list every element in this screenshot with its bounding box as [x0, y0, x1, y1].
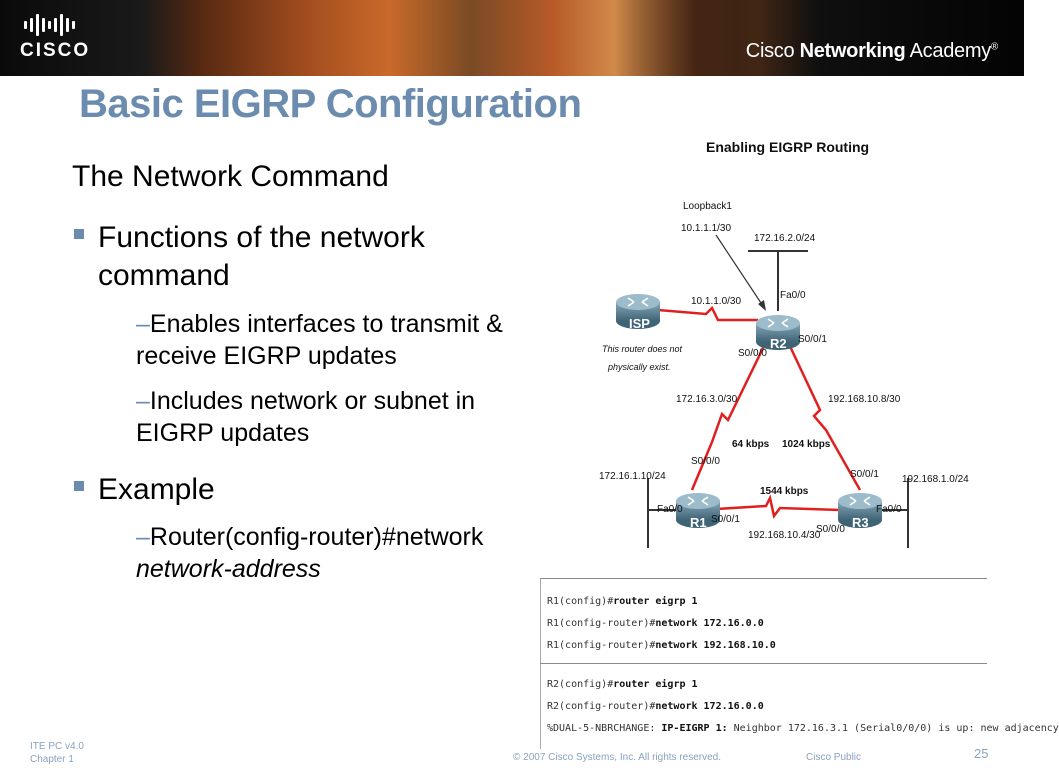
label-r3-lan: 192.168.1.0/24 — [902, 474, 969, 485]
bullet-example: Example — [74, 471, 498, 509]
header-banner: CISCO Cisco Networking Academy® — [0, 0, 1024, 76]
router-r3-label: R3 — [852, 515, 869, 530]
label-loopback-ip: 10.1.1.1/30 — [681, 223, 731, 234]
label-bw-left: 64 kbps — [732, 439, 770, 450]
label-isp-link: 10.1.1.0/30 — [691, 296, 741, 307]
router-r3-icon: R3 — [838, 493, 882, 530]
cisco-logo-icon — [24, 14, 100, 36]
label-r1-lan: 172.16.1.10/24 — [599, 471, 666, 482]
label-r1-s001: S0/0/1 — [711, 514, 740, 525]
label-r1-s000: S0/0/0 — [691, 456, 720, 467]
bullet-square-icon — [74, 481, 84, 492]
label-link-left: 172.16.3.0/30 — [676, 394, 738, 405]
cli-r2-line-3: %DUAL-5-NBRCHANGE: IP-EIGRP 1: Neighbor … — [547, 723, 1059, 734]
footer-classification: Cisco Public — [806, 752, 862, 763]
footer-copyright: © 2007 Cisco Systems, Inc. All rights re… — [513, 752, 722, 763]
r1-r3-serial-link — [699, 494, 841, 519]
loopback-arrow-head — [758, 300, 766, 311]
eigrp-topology-diagram: Enabling EIGRP Routing ISP R2 — [599, 139, 969, 548]
router-r1-label: R1 — [690, 515, 707, 530]
cli-r1-line-1: R1(config)#router eigrp 1 — [547, 596, 698, 607]
label-link-bottom: 192.168.10.4/30 — [748, 530, 821, 541]
label-loopback: Loopback1 — [683, 201, 732, 212]
r1-r2-serial-link — [690, 341, 768, 491]
label-r2-fa: Fa0/0 — [780, 290, 806, 301]
router-isp-label: ISP — [629, 316, 650, 331]
label-r2-s001: S0/0/1 — [798, 334, 827, 345]
cli-r2-line-2: R2(config-router)#network 172.16.0.0 — [547, 701, 764, 712]
isp-r2-serial-link — [657, 305, 758, 322]
slide-subtitle: The Network Command — [72, 160, 389, 193]
sub-bullet-includes: –Includes network or subnet in EIGRP upd… — [136, 387, 476, 447]
label-bw-right: 1024 kbps — [782, 439, 831, 450]
slide-title: Basic EIGRP Configuration — [79, 82, 582, 126]
router-r1-icon: R1 — [676, 493, 720, 530]
cisco-logo-text: CISCO — [20, 40, 91, 61]
label-r3-s000: S0/0/0 — [816, 524, 845, 535]
sub-bullet-transmit: –Enables interfaces to transmit & receiv… — [136, 310, 503, 370]
cisco-logo: CISCO — [20, 14, 100, 64]
diagram-title: Enabling EIGRP Routing — [706, 139, 869, 155]
bullet-functions: Functions of the network command — [74, 219, 498, 295]
cli-r1-output: R1(config)#router eigrp 1 R1(config-rout… — [540, 578, 987, 671]
router-isp-icon: ISP — [616, 294, 660, 331]
cli-r2-output: R2(config)#router eigrp 1 R2(config-rout… — [540, 663, 1059, 749]
router-r2-label: R2 — [770, 336, 787, 351]
router-r2-icon: R2 — [756, 315, 800, 351]
academy-brand: Cisco Networking Academy® — [745, 40, 999, 62]
page-number: 25 — [974, 746, 989, 761]
cli-r1-line-2: R1(config-router)#network 172.16.0.0 — [547, 618, 764, 629]
loopback-arrow — [715, 234, 764, 307]
cli-r2-line-1: R2(config)#router eigrp 1 — [547, 679, 698, 690]
label-r2-s000: S0/0/0 — [738, 348, 767, 359]
label-net-top: 172.16.2.0/24 — [754, 233, 816, 244]
label-r1-fa: Fa0/0 — [657, 504, 683, 515]
label-note-2: physically exist. — [607, 362, 671, 372]
bullet-square-icon — [74, 229, 84, 240]
r2-r3-serial-link — [786, 341, 862, 491]
label-bw-bottom: 1544 kbps — [760, 486, 809, 497]
label-r3-s001: S0/0/1 — [850, 469, 879, 480]
label-link-right: 192.168.10.8/30 — [828, 394, 901, 405]
cli-r1-line-3: R1(config-router)#network 192.168.10.0 — [547, 640, 776, 651]
label-note-1: This router does not — [602, 344, 683, 354]
label-r3-fa: Fa0/0 — [876, 504, 902, 515]
